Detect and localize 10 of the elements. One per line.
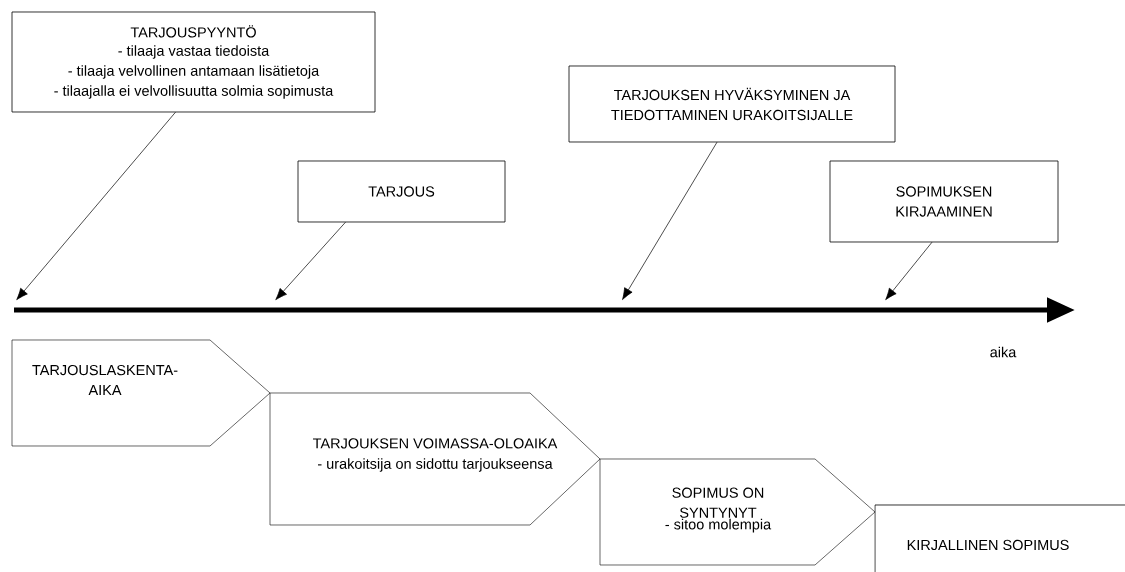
callout-box: TARJOUS: [297, 160, 506, 223]
leader-arrow: [275, 221, 346, 301]
leader-arrow: [622, 141, 718, 300]
leader-arrow: [885, 241, 933, 301]
callout-box: TARJOUKSEN HYVÄKSYMINEN JA TIEDOTTAMINEN URAKOITSIJALLE: [568, 65, 896, 143]
phase-box: KIRJALLINEN SOPIMUS: [874, 504, 1125, 572]
callout-box: SOPIMUKSEN KIRJAAMINEN: [829, 160, 1059, 243]
axis-label: aika: [990, 346, 1017, 358]
callout-box: TARJOUSPYYNTÖ - tilaaja vastaa tiedoista - tilaaja velvollinen antamaan lisätietoja - tilaajalla ei velvollisuutta solmia sopimusta: [11, 11, 376, 113]
leader-arrow: [16, 111, 176, 301]
